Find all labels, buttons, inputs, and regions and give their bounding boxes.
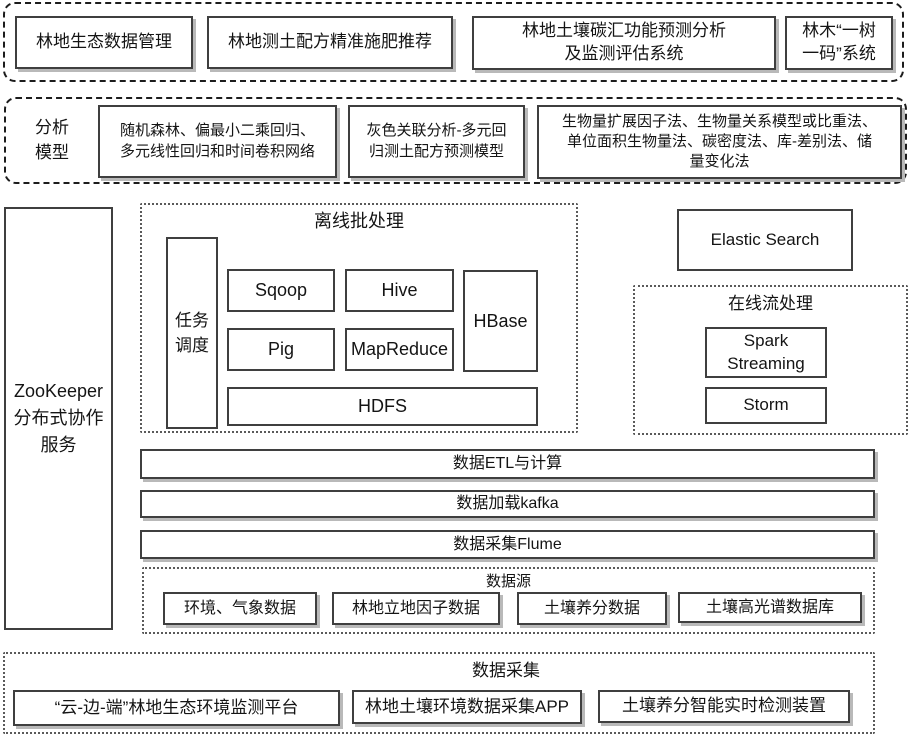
model-box-grey-relation-regression: 灰色关联分析-多元回 归测土配方预测模型 bbox=[348, 105, 525, 178]
analysis-model-label: 分析 模型 bbox=[35, 117, 69, 163]
spark-streaming-box: Spark Streaming bbox=[705, 327, 827, 378]
kafka-loading-layer-bar: 数据加载kafka bbox=[140, 490, 875, 518]
hbase-box: HBase bbox=[463, 270, 538, 372]
collection-box-nutrient-realtime-detector: 土壤养分智能实时检测装置 bbox=[598, 690, 850, 723]
offline-batch-title: 离线批处理 bbox=[314, 211, 404, 231]
app-box-carbon-sink-prediction-system: 林地土壤碳汇功能预测分析 及监测评估系统 bbox=[472, 16, 776, 70]
model-box-random-forest-regression: 随机森林、偏最小二乘回归、 多元线性回归和时间卷积网络 bbox=[98, 105, 337, 178]
data-source-container bbox=[142, 567, 875, 634]
collection-box-cloud-edge-end-platform: “云-边-端”林地生态环境监测平台 bbox=[13, 690, 340, 726]
pig-box: Pig bbox=[227, 328, 335, 371]
zookeeper-box: ZooKeeper 分布式协作 服务 bbox=[4, 207, 113, 630]
sqoop-box: Sqoop bbox=[227, 269, 335, 312]
application-layer-container bbox=[3, 2, 904, 82]
mapreduce-box: MapReduce bbox=[345, 328, 454, 371]
model-box-biomass-methods: 生物量扩展因子法、生物量关系模型或比重法、 单位面积生物量法、碳密度法、库-差别… bbox=[537, 105, 902, 179]
data-collection-title: 数据采集 bbox=[472, 660, 540, 680]
data-collection-container bbox=[3, 652, 875, 734]
online-stream-title: 在线流处理 bbox=[728, 293, 813, 313]
etl-compute-layer-bar: 数据ETL与计算 bbox=[140, 449, 875, 479]
storm-box: Storm bbox=[705, 387, 827, 424]
app-box-forest-eco-data-management: 林地生态数据管理 bbox=[15, 16, 193, 69]
elastic-search-box: Elastic Search bbox=[677, 209, 853, 271]
source-box-environment-weather-data: 环境、气象数据 bbox=[163, 592, 317, 625]
hdfs-box: HDFS bbox=[227, 387, 538, 426]
online-stream-container bbox=[633, 285, 908, 435]
data-source-title: 数据源 bbox=[485, 572, 531, 590]
collection-box-soil-env-data-app: 林地土壤环境数据采集APP bbox=[352, 690, 582, 724]
analysis-model-container bbox=[4, 97, 907, 184]
app-box-one-tree-one-code-system: 林木“一树 一码”系统 bbox=[785, 16, 893, 70]
source-box-site-factor-data: 林地立地因子数据 bbox=[332, 592, 500, 625]
flume-collection-layer-bar: 数据采集Flume bbox=[140, 530, 875, 559]
app-box-soil-testing-fertilization: 林地测土配方精准施肥推荐 bbox=[207, 16, 453, 69]
source-box-soil-hyperspectral-database: 土壤高光谱数据库 bbox=[678, 592, 862, 623]
offline-batch-container bbox=[140, 203, 578, 433]
hive-box: Hive bbox=[345, 269, 454, 312]
task-scheduler-box: 任务 调度 bbox=[166, 237, 218, 429]
source-box-soil-nutrient-data: 土壤养分数据 bbox=[517, 592, 667, 625]
